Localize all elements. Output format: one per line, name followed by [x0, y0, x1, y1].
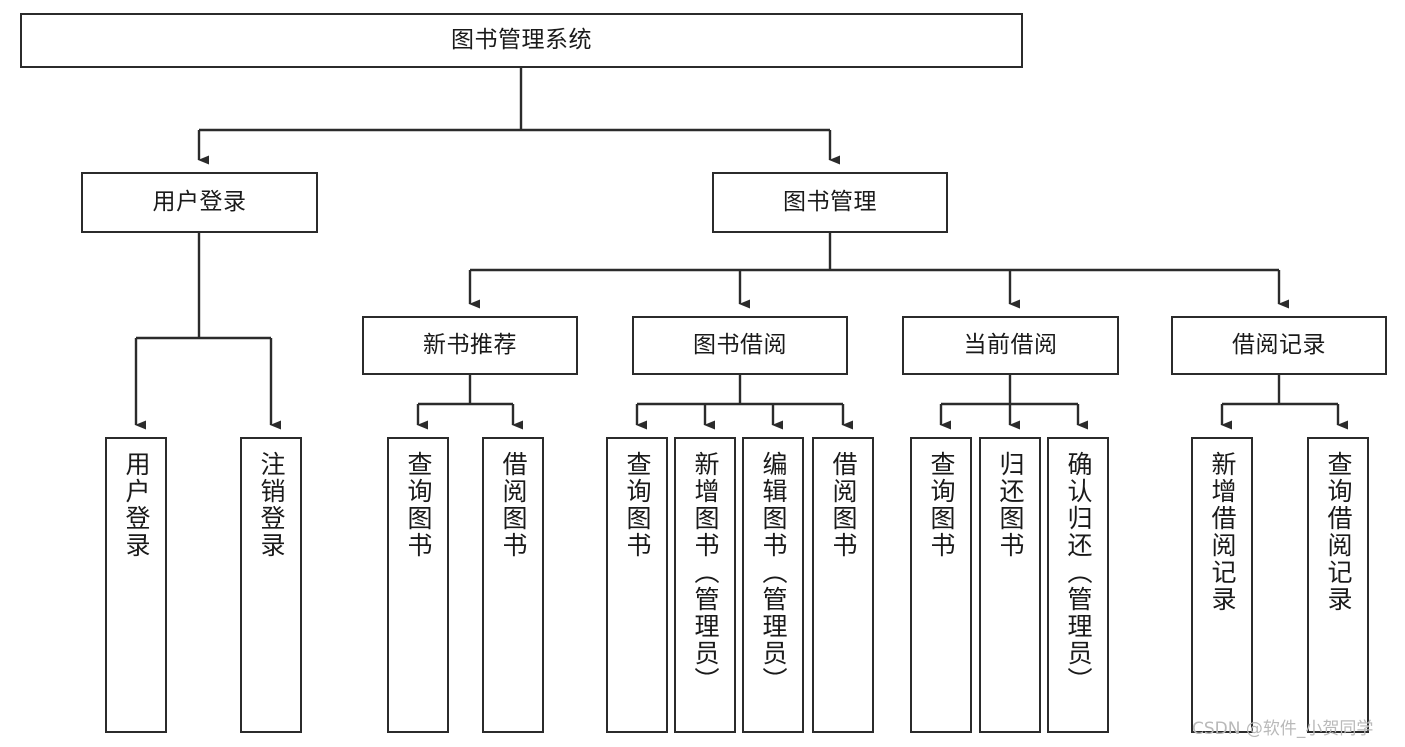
node-label: 图书管理系统: [451, 27, 592, 54]
node-user-login[interactable]: 用户登录: [81, 172, 318, 233]
csdn-watermark: CSDN @软件_小贺同学: [1192, 719, 1374, 739]
node-root-system[interactable]: 图书管理系统: [20, 13, 1023, 68]
node-label: 归还图书: [996, 451, 1025, 559]
node-label: 查询图书: [927, 451, 956, 559]
node-leaf-borrow-book-1[interactable]: 借阅图书: [482, 437, 544, 733]
node-new-book-recommend[interactable]: 新书推荐: [362, 316, 578, 375]
node-label: 查询图书: [623, 451, 652, 559]
node-borrow-record[interactable]: 借阅记录: [1171, 316, 1387, 375]
node-label: 图书借阅: [693, 332, 787, 359]
node-label: 用户登录: [152, 189, 247, 216]
node-label: 编辑图书（管理员）: [759, 451, 788, 694]
node-label: 新书推荐: [423, 332, 517, 359]
node-leaf-user-logout[interactable]: 注销登录: [240, 437, 302, 733]
node-leaf-user-login[interactable]: 用户登录: [105, 437, 167, 733]
node-label: 新增图书（管理员）: [691, 451, 720, 694]
node-label: 查询借阅记录: [1324, 451, 1353, 613]
node-leaf-query-book-3[interactable]: 查询图书: [910, 437, 972, 733]
node-label: 查询图书: [404, 451, 433, 559]
node-leaf-query-book-1[interactable]: 查询图书: [387, 437, 449, 733]
node-label: 借阅图书: [499, 451, 528, 559]
node-leaf-confirm-return[interactable]: 确认归还（管理员）: [1047, 437, 1109, 733]
node-book-manage[interactable]: 图书管理: [712, 172, 948, 233]
node-label: 借阅记录: [1232, 332, 1326, 359]
node-current-borrow[interactable]: 当前借阅: [902, 316, 1119, 375]
node-book-borrow[interactable]: 图书借阅: [632, 316, 848, 375]
node-label: 注销登录: [257, 451, 286, 559]
node-label: 借阅图书: [829, 451, 858, 559]
node-leaf-return-book[interactable]: 归还图书: [979, 437, 1041, 733]
node-label: 图书管理: [783, 189, 877, 216]
node-label: 用户登录: [122, 451, 151, 559]
node-label: 当前借阅: [963, 332, 1058, 359]
node-leaf-query-book-2[interactable]: 查询图书: [606, 437, 668, 733]
node-leaf-query-record[interactable]: 查询借阅记录: [1307, 437, 1369, 733]
node-label: 确认归还（管理员）: [1064, 451, 1093, 694]
node-leaf-add-record[interactable]: 新增借阅记录: [1191, 437, 1253, 733]
node-leaf-edit-book[interactable]: 编辑图书（管理员）: [742, 437, 804, 733]
node-leaf-add-book[interactable]: 新增图书（管理员）: [674, 437, 736, 733]
node-label: 新增借阅记录: [1208, 451, 1237, 613]
node-leaf-borrow-book-2[interactable]: 借阅图书: [812, 437, 874, 733]
